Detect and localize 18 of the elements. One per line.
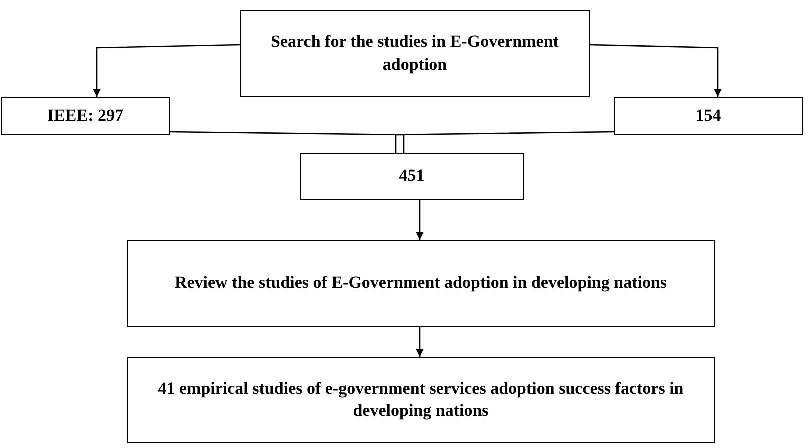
box-label: Search for the studies in E-Government adoption	[270, 31, 560, 76]
connector-line	[395, 131, 614, 153]
process-box	[1, 97, 170, 135]
process-box	[300, 153, 524, 200]
box-label: 41 empirical studies of e-government services adoption success factors in developing nations	[157, 378, 685, 422]
arrow	[93, 44, 240, 97]
process-box	[127, 240, 715, 327]
process-box	[240, 10, 590, 97]
box-label: IEEE: 297	[47, 104, 124, 127]
box-label: Review the studies of E-Government adoption in developing nations	[174, 272, 668, 294]
process-box	[614, 97, 803, 135]
arrow	[590, 44, 722, 97]
box-label: 451	[399, 165, 425, 188]
box-label: 154	[696, 104, 722, 127]
process-box	[127, 357, 715, 443]
arrow	[416, 327, 424, 357]
arrow	[416, 200, 424, 240]
connector-line	[170, 131, 405, 153]
